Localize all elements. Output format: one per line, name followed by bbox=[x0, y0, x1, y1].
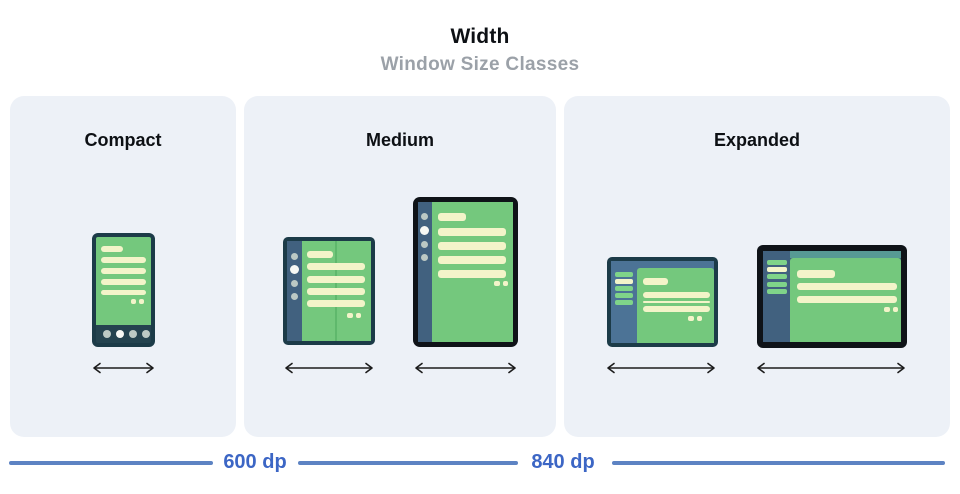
skeleton-line bbox=[438, 242, 506, 250]
rail-dot bbox=[291, 280, 298, 287]
skeleton-line bbox=[643, 306, 710, 312]
panel-expanded-label: Expanded bbox=[713, 130, 801, 150]
skeleton-line bbox=[307, 300, 365, 307]
skeleton-dot bbox=[884, 307, 890, 312]
top-strip bbox=[790, 251, 901, 258]
rail-dot bbox=[421, 213, 428, 220]
rail-dot bbox=[421, 254, 428, 261]
skeleton-line bbox=[307, 263, 365, 270]
skeleton-line bbox=[101, 279, 146, 285]
panel-compact: Compact bbox=[10, 96, 236, 437]
sidebar-item bbox=[615, 300, 633, 305]
breakpoint-rule-segment bbox=[612, 461, 945, 465]
skeleton-line bbox=[643, 301, 710, 303]
nav-rail bbox=[418, 202, 432, 342]
sidebar-item bbox=[767, 267, 787, 272]
page-subtitle: Window Size Classes bbox=[380, 54, 580, 75]
rail-dot bbox=[421, 241, 428, 248]
phone-illustration bbox=[92, 233, 155, 347]
nav-dot bbox=[142, 330, 150, 338]
sidebar-item bbox=[615, 272, 633, 277]
tablet-portrait-illustration bbox=[413, 197, 518, 347]
sidebar-item bbox=[615, 293, 633, 298]
sidebar-item bbox=[767, 289, 787, 294]
page-title: Width bbox=[450, 25, 510, 48]
skeleton-line bbox=[307, 276, 365, 283]
device-chrome bbox=[611, 261, 714, 343]
breakpoint-rule-segment bbox=[9, 461, 213, 465]
rail-dot bbox=[291, 253, 298, 260]
landscape-large-illustration bbox=[757, 245, 907, 348]
nav-dot bbox=[116, 330, 124, 338]
skeleton-dot bbox=[688, 316, 694, 321]
breakpoint-600dp-label: 600 dp bbox=[223, 451, 287, 473]
skeleton-line bbox=[438, 270, 506, 278]
skeleton-dot bbox=[893, 307, 898, 312]
phone-screen bbox=[96, 237, 151, 325]
skeleton-line bbox=[101, 268, 146, 274]
skeleton-dot bbox=[347, 313, 353, 318]
sidebar-item bbox=[767, 274, 787, 279]
skeleton-line bbox=[438, 213, 466, 221]
skeleton-line bbox=[101, 246, 123, 252]
nav-dot bbox=[103, 330, 111, 338]
width-arrow bbox=[91, 361, 156, 375]
foldable-illustration bbox=[283, 237, 375, 345]
panel-compact-label: Compact bbox=[84, 130, 162, 150]
breakpoint-rule-segment bbox=[298, 461, 518, 465]
width-arrow bbox=[755, 361, 907, 375]
sidebar-item bbox=[767, 260, 787, 265]
skeleton-line bbox=[101, 257, 146, 263]
main-pane bbox=[637, 268, 714, 343]
panel-medium-label: Medium bbox=[365, 130, 434, 150]
nav-rail bbox=[287, 241, 302, 341]
sidebar-item bbox=[615, 286, 633, 291]
nav-dot bbox=[129, 330, 137, 338]
sidebar-item bbox=[767, 282, 787, 287]
rail-dot bbox=[291, 293, 298, 300]
main-pane bbox=[790, 258, 901, 342]
width-arrow bbox=[283, 361, 375, 375]
skeleton-line bbox=[307, 251, 333, 258]
foldable-screen bbox=[302, 241, 371, 341]
rail-dot bbox=[420, 226, 429, 235]
width-arrow bbox=[413, 361, 518, 375]
skeleton-dot bbox=[131, 299, 136, 304]
tablet-screen bbox=[432, 202, 513, 342]
skeleton-dot bbox=[356, 313, 361, 318]
skeleton-dot bbox=[139, 299, 144, 304]
phone-navbar bbox=[96, 325, 151, 343]
panel-medium: Medium bbox=[244, 96, 556, 437]
breakpoint-840dp-label: 840 dp bbox=[531, 451, 595, 473]
sidebar-item bbox=[615, 279, 633, 284]
skeleton-line bbox=[643, 292, 710, 298]
skeleton-dot bbox=[494, 281, 500, 286]
skeleton-line bbox=[307, 288, 365, 295]
device-chrome bbox=[763, 251, 901, 342]
skeleton-line bbox=[643, 278, 668, 285]
landscape-small-illustration bbox=[607, 257, 718, 347]
rail-dot bbox=[290, 265, 299, 274]
skeleton-line bbox=[438, 256, 506, 264]
skeleton-line bbox=[797, 296, 897, 303]
skeleton-line bbox=[797, 283, 897, 290]
skeleton-line bbox=[101, 290, 146, 295]
panel-expanded: Expanded bbox=[564, 96, 950, 437]
skeleton-dot bbox=[697, 316, 702, 321]
skeleton-line bbox=[438, 228, 506, 236]
skeleton-dot bbox=[503, 281, 508, 286]
width-arrow bbox=[605, 361, 717, 375]
skeleton-line bbox=[797, 270, 835, 278]
